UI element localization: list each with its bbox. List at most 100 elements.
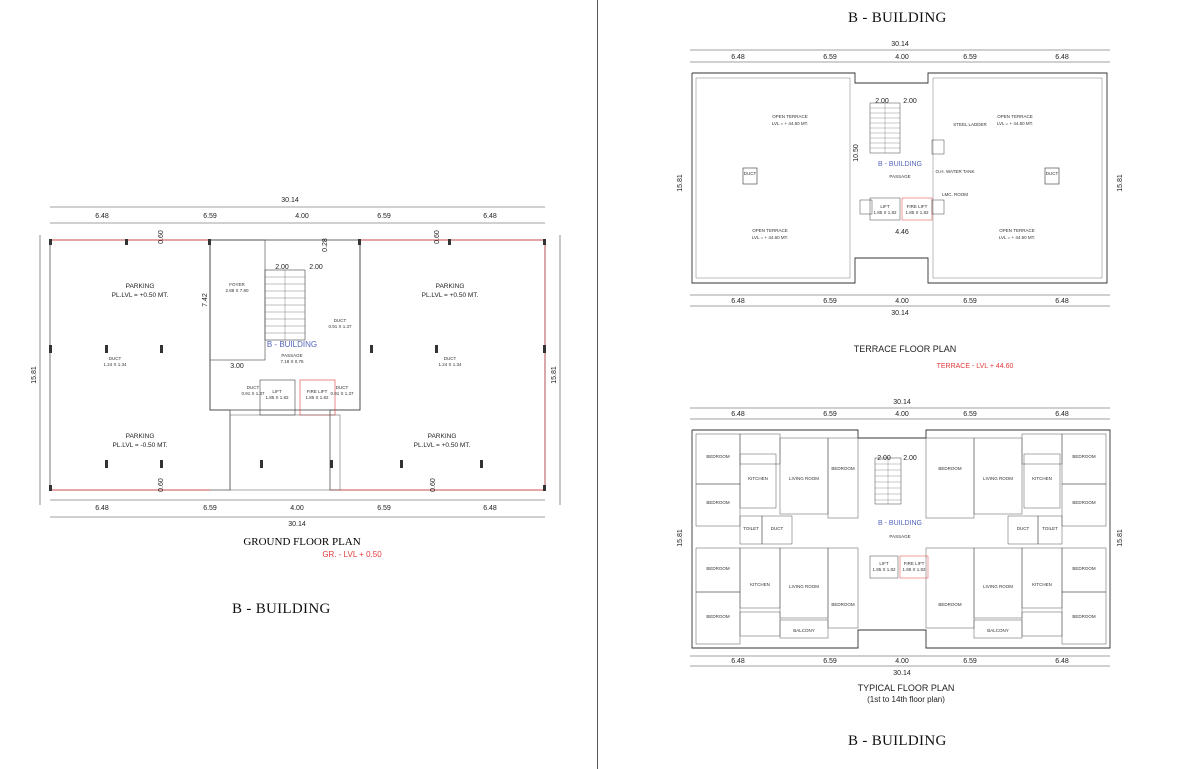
typical-stair-a: 2.00: [877, 455, 891, 462]
terrace-lift-size: 1.85 X 1.82: [873, 210, 897, 215]
terrace-seg5-top: 6.48: [1055, 54, 1069, 61]
terrace-duct-left: DUCT: [744, 171, 757, 176]
duct-left-size: 1.24 X 1.34: [103, 362, 127, 367]
duct-core-a-label: DUCT: [334, 318, 347, 323]
right-building-heading-top: B - BUILDING: [848, 10, 947, 26]
terrace-duct-right: DUCT: [1046, 171, 1059, 176]
typical-kitchen-2: KITCHEN: [750, 582, 770, 587]
typical-plan-title: TYPICAL FLOOR PLAN: [858, 683, 955, 693]
terrace-seg4-top: 6.59: [963, 54, 977, 61]
dim-seg2-bottom: 6.59: [203, 505, 217, 512]
typical-bedroom-9: BEDROOM: [1072, 566, 1096, 571]
terrace-fire-lift: FIRE LIFT: [907, 204, 928, 209]
terrace-building-label: B - BUILDING: [878, 161, 922, 168]
terrace-floor-plan: 30.14 6.48 6.59 4.00 6.59 6.48 15.81 15.…: [677, 41, 1124, 370]
terrace-height-right: 15.81: [1117, 174, 1124, 192]
typical-duct-2: DUCT: [1017, 526, 1030, 531]
dim-060-b: 0.60: [434, 230, 441, 244]
dim-seg3-bottom: 4.00: [290, 505, 304, 512]
level-top-right: PL.LVL = +0.50 MT.: [422, 292, 479, 299]
terrace-water-tank: O.H. WATER TANK: [935, 169, 974, 174]
typical-bedroom-7: BEDROOM: [1072, 454, 1096, 459]
dim-total-bottom: 30.14: [288, 521, 306, 528]
dim-060-c: 0.60: [158, 478, 165, 492]
typical-bedroom-2: BEDROOM: [706, 500, 730, 505]
duct-core-c-label: DUCT: [336, 385, 349, 390]
typical-seg4-bottom: 6.59: [963, 658, 977, 665]
dim-060-a: 0.60: [158, 230, 165, 244]
dim-seg1-bottom: 6.48: [95, 505, 109, 512]
terrace-stair-b: 2.00: [903, 98, 917, 105]
dim-seg5-top: 6.48: [483, 213, 497, 220]
terrace-open-tl: OPEN TERRACE: [772, 114, 807, 119]
page-divider: [597, 0, 598, 769]
typical-seg5-top: 6.48: [1055, 411, 1069, 418]
dim-stair-a: 2.00: [275, 264, 289, 271]
terrace-open-tr: OPEN TERRACE: [997, 114, 1032, 119]
typical-toilet-1: TOILET: [743, 526, 759, 531]
dim-height-right: 15.81: [551, 366, 558, 384]
typical-kitchen-1: KITCHEN: [748, 476, 768, 481]
dim-total-top: 30.14: [281, 197, 299, 204]
duct-right-size: 1.24 X 1.34: [438, 362, 462, 367]
terrace-level: TERRACE - LVL + 44.60: [937, 363, 1014, 370]
typical-bedroom-10: BEDROOM: [1072, 614, 1096, 619]
terrace-lmc-room: LMC. ROOM: [942, 192, 968, 197]
parking-top-left: PARKING: [126, 283, 155, 290]
typical-bedroom-12: BEDROOM: [938, 602, 962, 607]
typical-bedroom-11: BEDROOM: [938, 466, 962, 471]
fire-lift-size: 1.85 X 1.82: [305, 395, 329, 400]
typical-living-4: LIVING ROOM: [983, 584, 1013, 589]
dim-height-left: 15.81: [31, 366, 38, 384]
terrace-fire-lift-size: 1.85 X 1.82: [905, 210, 929, 215]
terrace-lvl-br: LVL = + 44.60 MT.: [999, 235, 1035, 240]
left-building-heading: B - BUILDING: [232, 601, 331, 617]
terrace-seg3-bottom: 4.00: [895, 298, 909, 305]
duct-core-c-size: 0.91 X 1.37: [330, 391, 354, 396]
typical-seg3-top: 4.00: [895, 411, 909, 418]
duct-right-label: DUCT: [444, 356, 457, 361]
typical-seg4-top: 6.59: [963, 411, 977, 418]
dim-060-d: 0.60: [430, 478, 437, 492]
dim-028: 0.28: [322, 238, 329, 252]
typical-bedroom-4: BEDROOM: [706, 614, 730, 619]
parking-bottom-right: PARKING: [428, 433, 457, 440]
level-bottom-right: PL.LVL = +0.50 MT.: [414, 442, 471, 449]
typical-fire-lift-size: 1.85 X 1.82: [902, 567, 926, 572]
ground-floor-plan: 30.14 6.48 6.59 4.00 6.59 6.48 15.81 15.…: [31, 197, 561, 559]
terrace-lvl-tr: LVL = + 44.60 MT.: [997, 121, 1033, 126]
typical-height-left: 15.81: [677, 529, 684, 547]
terrace-seg1-bottom: 6.48: [731, 298, 745, 305]
typical-stair-b: 2.00: [903, 455, 917, 462]
typical-balcony-2: BALCONY: [987, 628, 1009, 633]
terrace-stair-a: 2.00: [875, 98, 889, 105]
typical-lift: LIFT: [879, 561, 889, 566]
duct-core-a-size: 0.91 X 1.37: [328, 324, 352, 329]
terrace-open-br: OPEN TERRACE: [999, 228, 1034, 233]
lift-size: 1.85 X 1.82: [265, 395, 289, 400]
terrace-lift: LIFT: [880, 204, 890, 209]
typical-bedroom-3: BEDROOM: [706, 566, 730, 571]
typical-kitchen-4: KITCHEN: [1032, 582, 1052, 587]
ground-level: GR. - LVL + 0.50: [322, 550, 382, 559]
typical-passage: PASSAGE: [889, 534, 910, 539]
typical-total-bottom: 30.14: [893, 670, 911, 677]
typical-fire-lift: FIRE LIFT: [904, 561, 925, 566]
typical-building-label: B - BUILDING: [878, 520, 922, 527]
terrace-seg5-bottom: 6.48: [1055, 298, 1069, 305]
typical-seg2-bottom: 6.59: [823, 658, 837, 665]
terrace-seg2-top: 6.59: [823, 54, 837, 61]
terrace-d446: 4.46: [895, 229, 909, 236]
typical-bedroom-8: BEDROOM: [1072, 500, 1096, 505]
dim-seg4-bottom: 6.59: [377, 505, 391, 512]
terrace-height-left: 15.81: [677, 174, 684, 192]
parking-top-right: PARKING: [436, 283, 465, 290]
dim-stair-b: 2.00: [309, 264, 323, 271]
typical-seg5-bottom: 6.48: [1055, 658, 1069, 665]
typical-living-1: LIVING ROOM: [789, 476, 819, 481]
dim-seg1-top: 6.48: [95, 213, 109, 220]
passage-label: PASSAGE: [281, 353, 302, 358]
terrace-seg3-top: 4.00: [895, 54, 909, 61]
terrace-d1050: 10.50: [853, 144, 860, 162]
terrace-passage: PASSAGE: [889, 174, 910, 179]
